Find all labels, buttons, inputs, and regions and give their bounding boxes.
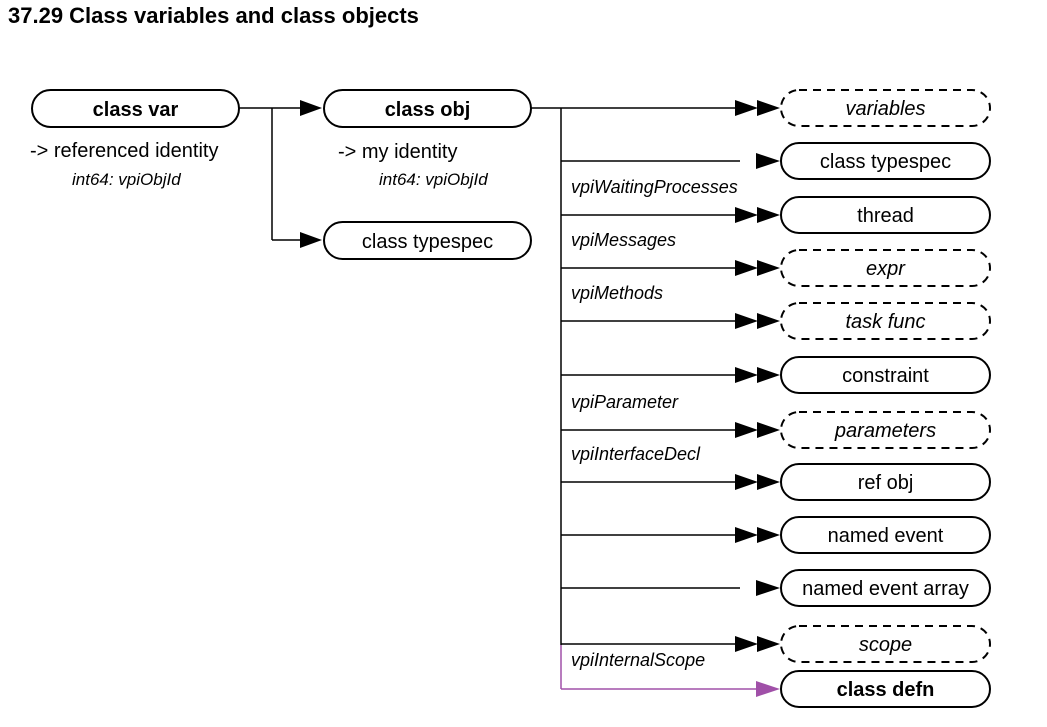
arrowhead [735,207,758,223]
target-box [780,625,991,663]
arrow-to-class-obj [300,100,322,116]
target-box [780,463,991,501]
class-var-attr-identity: -> referenced identity [30,140,218,162]
arrowhead [757,207,780,223]
arrowhead [735,313,758,329]
target-label: class typespec [820,151,951,173]
target-row-class-defn: class defn vpiInternalScope [560,645,991,708]
target-row-parameters: parameters vpiParameter [561,392,991,449]
arrowhead [735,422,758,438]
target-row-constraint: constraint [561,356,991,394]
target-label: variables [845,98,925,120]
target-row-named-event: named event [561,516,991,554]
relation-label: vpiInternalScope [571,650,705,670]
arrowhead [756,681,780,697]
class-obj-bus [531,107,562,645]
class-var-typespec-label: class typespec [362,231,493,253]
class-obj-label: class obj [385,99,471,121]
target-box [780,89,991,127]
target-label: class defn [837,679,935,701]
arrowhead [735,260,758,276]
target-box [780,670,991,708]
target-nodes: variables class typespec thread vpiWaitingP… [560,89,991,708]
target-label: scope [859,634,912,656]
target-box [780,196,991,234]
arrowhead [735,636,758,652]
class-var-attr-objid: int64: vpiObjId [72,170,181,189]
class-obj-node: class obj [323,89,532,128]
arrowhead [757,474,780,490]
target-label: thread [857,205,914,227]
arrowhead [757,260,780,276]
arrowhead [757,636,780,652]
target-box [780,411,991,449]
relation-label: vpiMessages [571,230,676,250]
target-row-class-typespec: class typespec [561,142,991,180]
target-label: constraint [842,365,929,387]
arrowhead [757,100,780,116]
diagram-title: 37.29 Class variables and class objects [8,3,419,28]
class-obj-attr-objid: int64: vpiObjId [379,170,488,189]
arrowhead [735,474,758,490]
target-label: task func [845,311,925,333]
target-row-thread: thread vpiWaitingProcesses [561,177,991,234]
arrowhead [756,580,780,596]
target-label: ref obj [858,472,914,494]
target-box [780,356,991,394]
relation-label: vpiInterfaceDecl [571,444,701,464]
arrowhead [757,422,780,438]
target-row-expr: expr vpiMessages [561,230,991,287]
target-label: parameters [834,420,936,442]
arrowhead [735,367,758,383]
arrowhead [735,527,758,543]
target-box [780,569,991,607]
arrowhead [757,527,780,543]
target-box [780,302,991,340]
target-row-ref-obj: ref obj vpiInterfaceDecl [561,444,991,501]
arrowhead [735,100,758,116]
class-var-typespec-node: class typespec [323,221,532,260]
target-label: named event array [802,578,969,600]
relation-label: vpiParameter [571,392,679,412]
target-label: expr [866,258,906,280]
arrowhead [756,153,780,169]
relation-label: vpiMethods [571,283,663,303]
arrowhead [757,313,780,329]
target-label: named event [828,525,944,547]
target-row-scope: scope [561,625,991,663]
class-var-node: class var [31,89,240,128]
target-row-task-func: task func vpiMethods [561,283,991,340]
relation-label: vpiWaitingProcesses [571,177,738,197]
class-var-label: class var [93,99,179,121]
target-box [780,142,991,180]
target-row-named-event-array: named event array [561,569,991,607]
class-var-connectors [239,107,300,241]
target-row-variables: variables [561,89,991,127]
target-box [780,249,991,287]
target-box [780,516,991,554]
class-obj-attr-identity: -> my identity [338,141,457,163]
arrow-to-class-var-typespec [300,232,322,248]
arrowhead [757,367,780,383]
